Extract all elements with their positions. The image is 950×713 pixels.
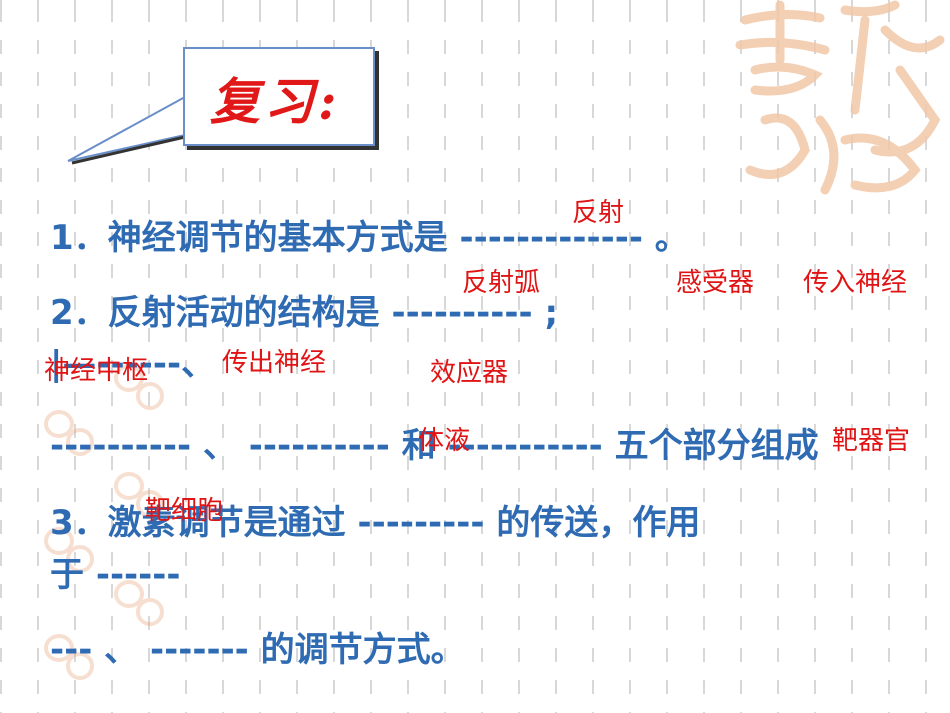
question-3-continuation: 于 ------ [50, 555, 181, 595]
seal-stamp [42, 408, 94, 456]
answer-efferent-nerve: 传出神经 [222, 348, 327, 378]
answer-receptor: 感受器 [676, 268, 755, 298]
question-2-text: 2．反射活动的结构是 ---------- ; [50, 293, 559, 333]
calligraphy-decoration [735, 0, 945, 195]
answer-body-fluid: 体液 [418, 426, 471, 456]
answer-effector: 效应器 [430, 358, 509, 388]
seal-stamp [42, 632, 94, 680]
slide-title: 复习: [210, 72, 341, 131]
question-2-blanks: ---------- 、 ---------- 和 ----------- 五个… [50, 426, 819, 466]
seal-stamp [112, 578, 164, 626]
answer-reflex: 反射 [572, 198, 625, 228]
seal-stamp [42, 525, 94, 573]
seal-stamp [112, 470, 164, 518]
callout-pointer [67, 96, 186, 165]
seal-stamp [112, 362, 164, 410]
question-3-ending: --- 、 ------- 的调节方式。 [50, 630, 465, 670]
answer-reflex-arc: 反射弧 [462, 268, 541, 298]
question-3-text: 3．激素调节是通过 --------- 的传送，作用 [50, 503, 701, 543]
question-2-continuation: |—------、 [50, 344, 216, 384]
question-1-text: 1．神经调节的基本方式是 ------------- 。 [50, 218, 689, 258]
answer-afferent-nerve: 传入神经 [803, 268, 908, 298]
answer-target-organ: 靶器官 [832, 426, 911, 456]
answer-nerve-center: 神经中枢 [44, 356, 149, 386]
title-callout-box [183, 47, 375, 146]
answer-target-cell: 靶细胞 [145, 496, 224, 526]
